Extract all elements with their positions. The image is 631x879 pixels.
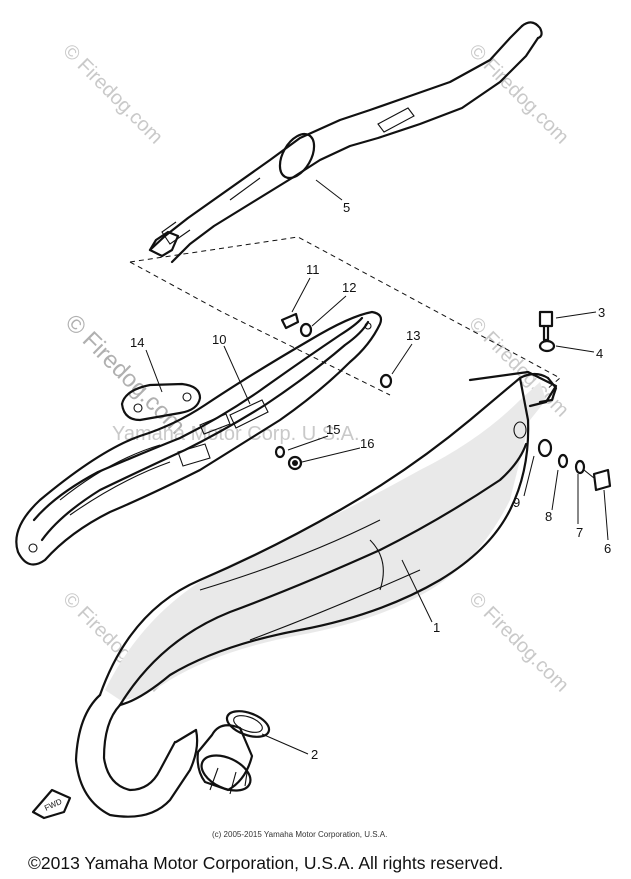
watermark-site: © Firedog.com <box>60 309 191 440</box>
callout-1: 1 <box>433 620 440 635</box>
watermark-site: © Firedog.com <box>464 588 573 697</box>
callout-10: 10 <box>212 332 226 347</box>
callout-7: 7 <box>576 525 583 540</box>
callout-numbers: 1 2 3 4 5 6 7 8 9 10 11 12 13 14 15 16 <box>130 200 611 762</box>
callout-6: 6 <box>604 541 611 556</box>
group-boundary-dashed <box>129 236 561 396</box>
hardware-3-4-6-7-8-9 <box>537 310 612 492</box>
flange-part-2 <box>196 710 271 795</box>
copyright-footer: ©2013 Yamaha Motor Corporation, U.S.A. A… <box>28 853 503 873</box>
heat-protector-part-10 <box>15 310 383 566</box>
fwd-label: FWD <box>43 797 64 813</box>
copyright-small: (c) 2005-2015 Yamaha Motor Corporation, … <box>212 830 387 839</box>
watermark-site: © Firedog.com <box>58 40 167 149</box>
callout-16: 16 <box>360 436 374 451</box>
callout-12: 12 <box>342 280 356 295</box>
callout-14: 14 <box>130 335 144 350</box>
callout-2: 2 <box>311 747 318 762</box>
callout-5: 5 <box>343 200 350 215</box>
bracket-part-14 <box>120 382 202 422</box>
fwd-arrow: FWD <box>31 788 72 820</box>
callout-11: 11 <box>306 262 320 277</box>
leader-lines <box>145 179 609 755</box>
callout-8: 8 <box>545 509 552 524</box>
callout-3: 3 <box>598 305 605 320</box>
callout-4: 4 <box>596 346 603 361</box>
hardware-11-12-13-15-16 <box>274 312 393 471</box>
callout-9: 9 <box>513 495 520 510</box>
silencer-part-5 <box>148 21 543 264</box>
callout-13: 13 <box>406 328 420 343</box>
callout-15: 15 <box>326 422 340 437</box>
expansion-chamber-part-1 <box>74 370 558 818</box>
